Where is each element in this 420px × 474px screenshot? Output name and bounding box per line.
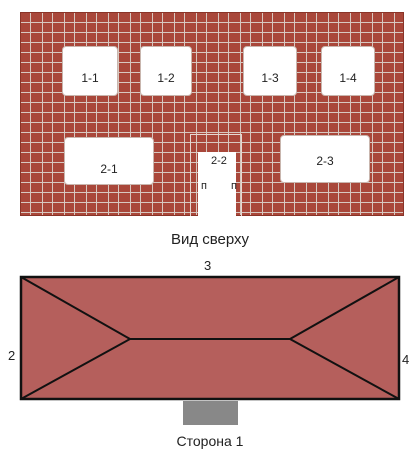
side-label-3: 3 [204,258,212,273]
window-label: 1-1 [81,71,99,85]
door-label: 2-2 [211,155,227,167]
window-label: 1-2 [157,71,175,85]
window-label: 2-1 [100,162,118,176]
window-1-3: 1-3 [243,46,297,96]
door-left-mark: п [201,180,207,192]
window-2-1: 2-1 [64,137,154,185]
window-1-1: 1-1 [62,46,118,96]
entrance-block [183,401,238,425]
window-1-4: 1-4 [321,46,375,96]
hip-line [289,338,400,400]
window-label: 1-3 [261,71,279,85]
doorway-outline [190,134,242,216]
door-opening [198,152,236,216]
hip-line [20,338,131,400]
window-label: 2-3 [316,154,334,168]
window-1-2: 1-2 [140,46,192,96]
side-1-caption: Сторона 1 [176,433,244,449]
window-label: 1-4 [339,71,357,85]
top-view-caption: Вид сверху [170,231,250,248]
window-2-3: 2-3 [280,135,370,183]
hip-line [20,276,131,340]
side-label-2: 2 [8,348,16,363]
hip-line [289,276,400,340]
hip-roof-plan [19,275,401,401]
side-label-4: 4 [402,352,410,367]
door-right-mark: п [231,180,237,192]
